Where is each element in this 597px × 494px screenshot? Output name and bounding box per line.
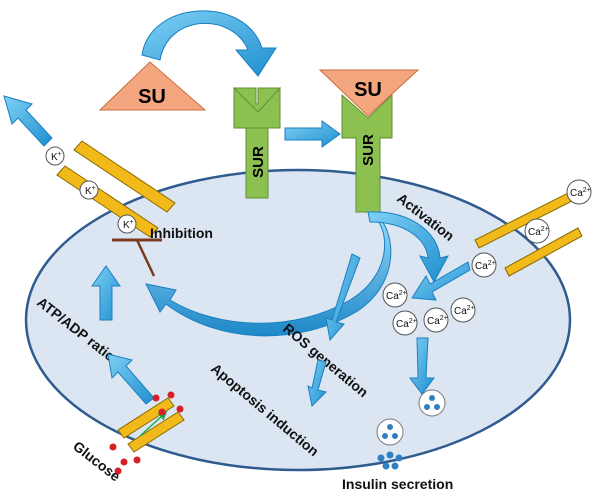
- svg-text:K+: K+: [85, 185, 96, 197]
- calcium-channel: [474, 187, 583, 277]
- potassium-efflux-arrow: [3, 95, 53, 147]
- svg-text:Ca2+: Ca2+: [475, 260, 496, 272]
- binding-curved-arrow: [141, 10, 277, 77]
- insulin-vesicle: [418, 389, 446, 417]
- insulin-granules-released: [377, 451, 403, 470]
- potassium-ion: K+: [117, 214, 137, 234]
- bound-receptor-label: SUR: [360, 134, 377, 166]
- svg-text:Ca2+: Ca2+: [427, 315, 448, 327]
- glucose-metabolism-arrow: [107, 353, 155, 405]
- feedback-curved-arrow: [145, 211, 392, 337]
- sur-receptor-bound: SU SUR: [318, 69, 420, 213]
- svg-text:Ca2+: Ca2+: [454, 305, 475, 317]
- sulfonylurea-drug-bound: [318, 69, 420, 117]
- insulin-secretion-label: Insulin secretion: [342, 476, 453, 492]
- glucose-transporter: [117, 397, 185, 453]
- calcium-ion: Ca2+: [471, 252, 497, 278]
- calcium-influx-arrow: [411, 261, 471, 301]
- svg-text:K+: K+: [51, 151, 62, 163]
- calcium-ion: Ca2+: [423, 307, 449, 333]
- atp-adp-arrow: [91, 265, 121, 321]
- potassium-ion: K+: [45, 146, 65, 166]
- receptor-label: SUR: [250, 146, 267, 178]
- apoptosis-arrow: [307, 359, 327, 408]
- calcium-ion: Ca2+: [392, 310, 418, 336]
- calcium-ion: Ca2+: [566, 179, 592, 205]
- glucose-molecules: [109, 391, 184, 475]
- sur-receptor-unbound: SUR: [233, 86, 281, 199]
- binding-straight-arrow: [284, 120, 341, 148]
- secretion-arrow: [409, 337, 435, 395]
- inhibition-label: Inhibition: [150, 225, 213, 241]
- svg-text:Ca2+: Ca2+: [386, 290, 407, 302]
- ros-arrow: [325, 253, 361, 342]
- calcium-ion: Ca2+: [382, 282, 408, 308]
- drug-label: SU: [138, 86, 166, 108]
- svg-text:Ca2+: Ca2+: [570, 187, 591, 199]
- insulin-vesicle: [376, 418, 404, 446]
- inhibition-bar: [112, 238, 162, 277]
- potassium-ion: K+: [79, 180, 99, 200]
- svg-text:K+: K+: [123, 219, 134, 231]
- sulfonylurea-drug-free: SU: [98, 61, 207, 111]
- svg-text:Ca2+: Ca2+: [528, 226, 549, 238]
- calcium-ion: Ca2+: [524, 218, 550, 244]
- bound-drug-label: SU: [354, 79, 382, 101]
- transport-arrow-icon: [139, 410, 168, 437]
- svg-text:Ca2+: Ca2+: [396, 318, 417, 330]
- calcium-ion: Ca2+: [450, 297, 476, 323]
